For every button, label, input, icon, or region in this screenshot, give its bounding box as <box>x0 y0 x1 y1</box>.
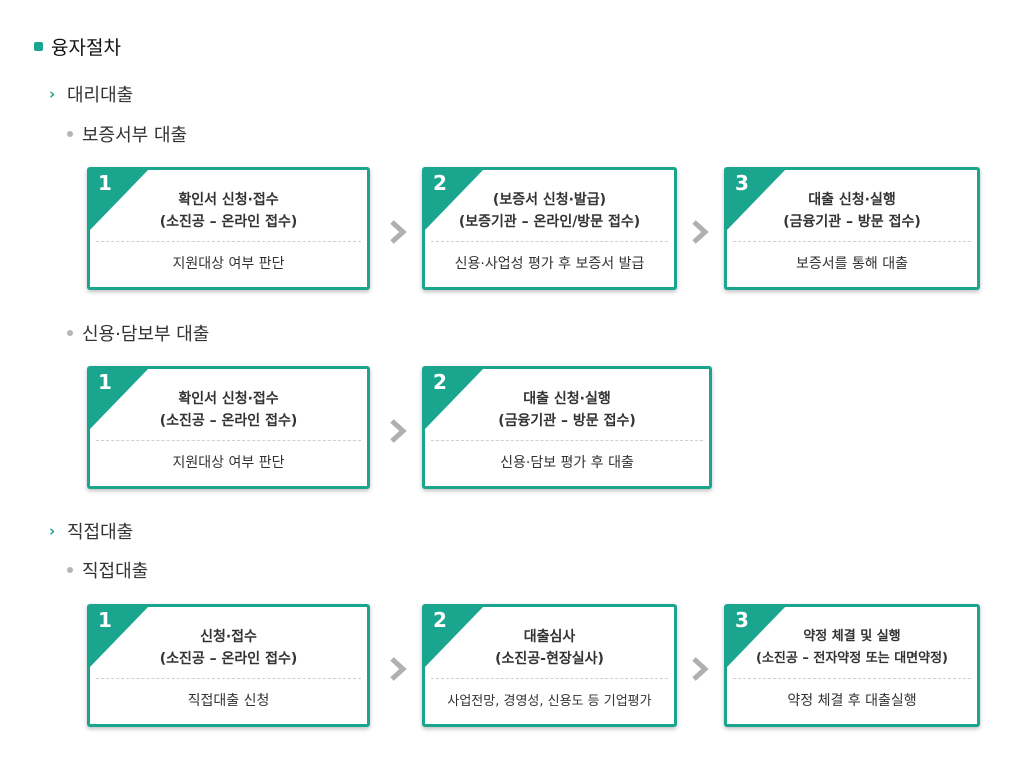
step-divider <box>96 241 361 242</box>
step-corner-marker <box>727 170 785 230</box>
step-corner-marker <box>727 607 785 667</box>
step-corner-marker <box>425 369 483 429</box>
title-bullet-icon <box>34 42 43 51</box>
step-number: 3 <box>735 608 749 632</box>
step-divider <box>733 678 971 679</box>
section-header-direct-loan: › 직접대출 <box>49 518 133 544</box>
subsection-header-guarantee: 보증서부 대출 <box>67 121 187 147</box>
step-divider <box>733 241 971 242</box>
chevron-right-icon: › <box>49 85 56 103</box>
step-heading: 약정 체결 및 실행 (소진공 – 전자약정 또는 대면약정) <box>727 620 977 676</box>
step-agency: (금융기관 – 방문 접수) <box>783 214 921 230</box>
step-corner-marker <box>90 607 148 667</box>
step-agency: (소진공 – 전자약정 또는 대면약정) <box>756 651 948 666</box>
step-number: 1 <box>98 370 112 394</box>
step-description: 보증서를 통해 대출 <box>796 256 908 272</box>
step-heading: (보증서 신청·발급) (보증기관 – 온라인/방문 접수) <box>425 183 674 239</box>
step-heading: 확인서 신청·접수 (소진공 – 온라인 접수) <box>90 382 367 438</box>
step-description: 신용·담보 평가 후 대출 <box>500 455 634 471</box>
step-title: 신청·접수 <box>200 629 257 645</box>
bullet-dot-icon <box>67 330 73 336</box>
step-corner-marker <box>425 170 483 230</box>
step-agency: (소진공-현장실사) <box>495 651 604 667</box>
step-card-1: 1 신청·접수 (소진공 – 온라인 접수) 직접대출 신청 <box>87 604 370 727</box>
bullet-dot-icon <box>67 567 73 573</box>
step-heading: 대출 신청·실행 (금융기관 – 방문 접수) <box>425 382 709 438</box>
step-corner-marker <box>90 170 148 230</box>
step-description: 약정 체결 후 대출실행 <box>787 693 917 709</box>
subsection-header-direct: 직접대출 <box>67 557 148 583</box>
step-card-2: 2 대출 신청·실행 (금융기관 – 방문 접수) 신용·담보 평가 후 대출 <box>422 366 712 489</box>
page-title-row: 융자절차 <box>34 33 121 60</box>
section-label: 직접대출 <box>67 522 134 543</box>
step-number: 3 <box>735 171 749 195</box>
step-agency: (소진공 – 온라인 접수) <box>159 214 298 230</box>
step-divider <box>431 678 668 679</box>
section-label: 대리대출 <box>67 85 134 106</box>
step-title: 대출심사 <box>523 629 576 645</box>
subsection-label: 직접대출 <box>82 561 149 582</box>
chevron-right-icon <box>390 419 407 443</box>
step-divider <box>96 440 361 441</box>
step-number: 1 <box>98 608 112 632</box>
step-number: 2 <box>433 171 447 195</box>
chevron-right-icon: › <box>49 522 56 540</box>
step-title: 약정 체결 및 실행 <box>803 629 901 644</box>
chevron-right-icon <box>390 657 407 681</box>
step-description: 신용·사업성 평가 후 보증서 발급 <box>454 256 645 272</box>
step-card-2: 2 대출심사 (소진공-현장실사) 사업전망, 경영성, 신용도 등 기업평가 <box>422 604 677 727</box>
step-number: 2 <box>433 370 447 394</box>
step-agency: (보증기관 – 온라인/방문 접수) <box>458 214 641 230</box>
step-agency: (금융기관 – 방문 접수) <box>498 413 636 429</box>
step-corner-marker <box>425 607 483 667</box>
step-description: 지원대상 여부 판단 <box>172 455 285 471</box>
step-card-1: 1 확인서 신청·접수 (소진공 – 온라인 접수) 지원대상 여부 판단 <box>87 167 370 290</box>
subsection-label: 보증서부 대출 <box>82 125 188 146</box>
step-number: 2 <box>433 608 447 632</box>
step-heading: 대출심사 (소진공-현장실사) <box>425 620 674 676</box>
page-title: 융자절차 <box>51 37 121 59</box>
step-number: 1 <box>98 171 112 195</box>
step-title: 대출 신청·실행 <box>523 391 611 407</box>
step-agency: (소진공 – 온라인 접수) <box>159 413 298 429</box>
chevron-right-icon <box>692 220 709 244</box>
chevron-right-icon <box>692 657 709 681</box>
subsection-header-credit-collateral: 신용·담보부 대출 <box>67 320 209 346</box>
step-heading: 대출 신청·실행 (금융기관 – 방문 접수) <box>727 183 977 239</box>
step-heading: 확인서 신청·접수 (소진공 – 온라인 접수) <box>90 183 367 239</box>
step-divider <box>431 440 703 441</box>
step-heading: 신청·접수 (소진공 – 온라인 접수) <box>90 620 367 676</box>
step-card-3: 3 약정 체결 및 실행 (소진공 – 전자약정 또는 대면약정) 약정 체결 … <box>724 604 980 727</box>
step-description: 사업전망, 경영성, 신용도 등 기업평가 <box>447 694 652 709</box>
chevron-right-icon <box>390 220 407 244</box>
step-description: 지원대상 여부 판단 <box>172 256 285 272</box>
step-title: 대출 신청·실행 <box>808 192 896 208</box>
step-card-2: 2 (보증서 신청·발급) (보증기관 – 온라인/방문 접수) 신용·사업성 … <box>422 167 677 290</box>
step-divider <box>96 678 361 679</box>
step-title: 확인서 신청·접수 <box>178 391 279 407</box>
step-title: 확인서 신청·접수 <box>178 192 279 208</box>
step-divider <box>431 241 668 242</box>
section-header-proxy-loan: › 대리대출 <box>49 81 133 107</box>
step-agency: (소진공 – 온라인 접수) <box>159 651 298 667</box>
bullet-dot-icon <box>67 131 73 137</box>
step-card-1: 1 확인서 신청·접수 (소진공 – 온라인 접수) 지원대상 여부 판단 <box>87 366 370 489</box>
step-description: 직접대출 신청 <box>187 693 270 709</box>
step-card-3: 3 대출 신청·실행 (금융기관 – 방문 접수) 보증서를 통해 대출 <box>724 167 980 290</box>
subsection-label: 신용·담보부 대출 <box>82 324 210 345</box>
step-corner-marker <box>90 369 148 429</box>
step-title: (보증서 신청·발급) <box>492 192 607 208</box>
